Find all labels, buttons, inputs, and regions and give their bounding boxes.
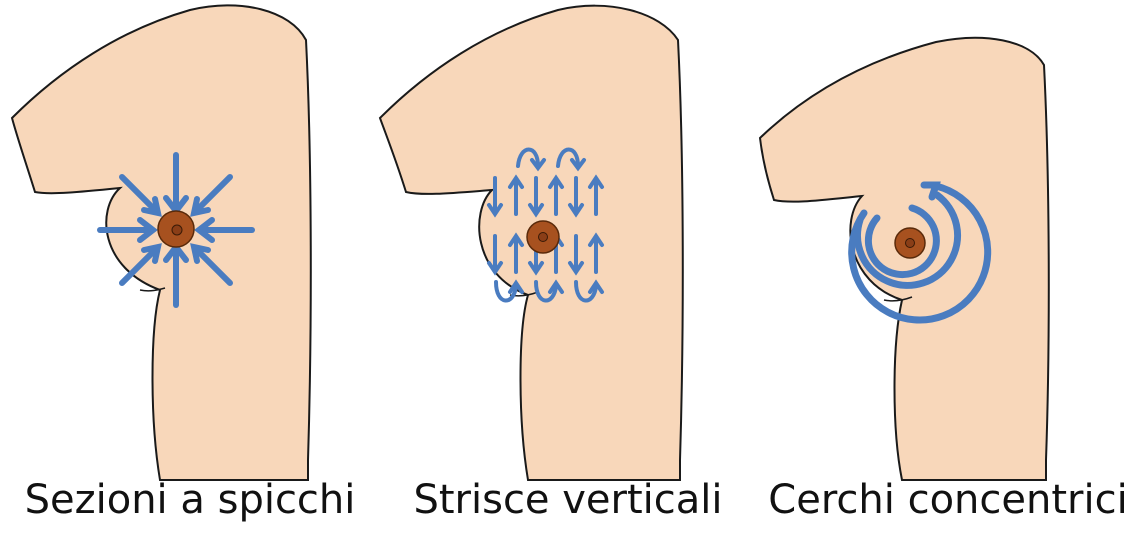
torso-figure-vertical — [378, 0, 758, 535]
nipple — [539, 233, 548, 242]
nipple — [906, 239, 915, 248]
caption-vertical-strips: Strisce verticali — [378, 465, 758, 535]
caption-concentric-circles: Cerchi concentrici — [752, 465, 1144, 535]
panel-radial-wedges: Sezioni a spicchi — [0, 0, 380, 535]
panel-vertical-strips: Strisce verticali — [378, 0, 758, 535]
caption-radial-wedges: Sezioni a spicchi — [0, 465, 380, 535]
torso-figure-concentric — [752, 0, 1144, 535]
torso-silhouette — [12, 5, 311, 480]
nipple — [172, 225, 182, 235]
torso-silhouette — [760, 38, 1049, 480]
panel-concentric-circles: Cerchi concentrici — [752, 0, 1144, 535]
torso-figure-radial — [0, 0, 380, 535]
